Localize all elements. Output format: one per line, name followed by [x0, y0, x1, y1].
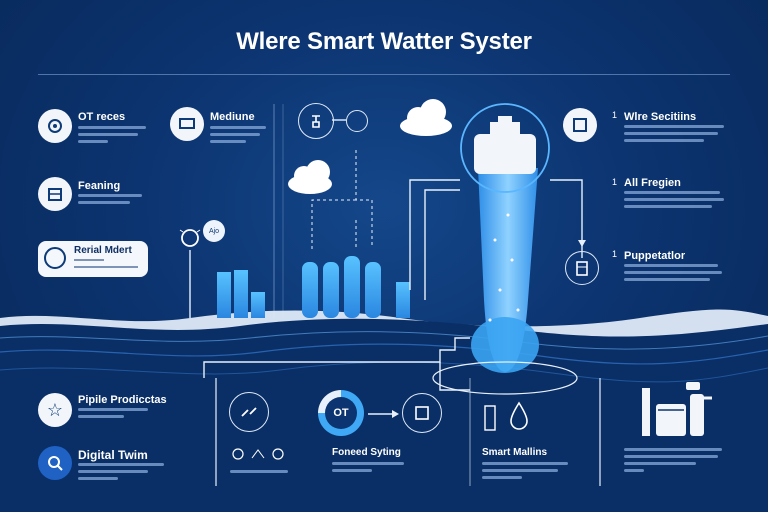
step-number: 1 — [612, 249, 618, 259]
tank-ring — [460, 103, 550, 193]
gear-icon — [38, 109, 72, 143]
left-item-title: Pipile Prodicctas — [78, 394, 167, 406]
level-bar — [365, 262, 381, 318]
building-icon — [38, 177, 72, 211]
card-title: Rerial Mdert — [74, 245, 132, 256]
battery-icon — [565, 251, 599, 285]
chat-bubble: Ajo — [203, 220, 225, 242]
tap-icon — [298, 103, 334, 139]
icon-row — [230, 444, 290, 464]
level-bar — [396, 282, 410, 318]
left-item-title: OT reces — [78, 111, 126, 123]
tap-icon — [481, 402, 499, 432]
cloud-icon — [400, 99, 452, 136]
level-bar — [217, 272, 231, 318]
level-bar — [302, 262, 318, 318]
step-number: 1 — [612, 110, 618, 120]
camera-icon — [563, 108, 597, 142]
level-bar — [251, 292, 265, 318]
device-icon — [402, 393, 442, 433]
pipe-icon — [229, 392, 269, 432]
water-drop-icon — [508, 400, 530, 430]
info-icon — [44, 247, 66, 269]
right-item-title: All Fregien — [624, 177, 681, 189]
left-item-title: Digital Twim — [78, 448, 148, 462]
laptop-icon — [170, 107, 204, 141]
info-card[interactable]: Rerial Mdert — [38, 241, 148, 277]
title-divider — [38, 74, 730, 75]
page-title: Wlere Smart Watter Syster — [236, 28, 532, 55]
level-bar — [234, 270, 248, 318]
bottom-item-title: Foneed Syting — [332, 447, 401, 458]
left-item-title: Feaning — [78, 180, 121, 192]
center-item-title: Mediune — [210, 111, 255, 123]
cloud-icon — [288, 160, 332, 194]
progress-dial: OT — [318, 390, 364, 436]
bulb-icon — [178, 226, 202, 250]
level-bar — [344, 256, 360, 318]
step-number: 1 — [612, 177, 618, 187]
right-item-title: Wlre Secitiins — [624, 111, 697, 123]
level-bar — [323, 262, 339, 318]
node-circle — [346, 110, 368, 132]
right-item-title: Puppetatlor — [624, 250, 686, 262]
search-icon — [38, 446, 72, 480]
star-icon: ☆ — [38, 393, 72, 427]
equipment-icon — [640, 380, 716, 438]
bottom-item-title: Smart Mallins — [482, 447, 548, 458]
